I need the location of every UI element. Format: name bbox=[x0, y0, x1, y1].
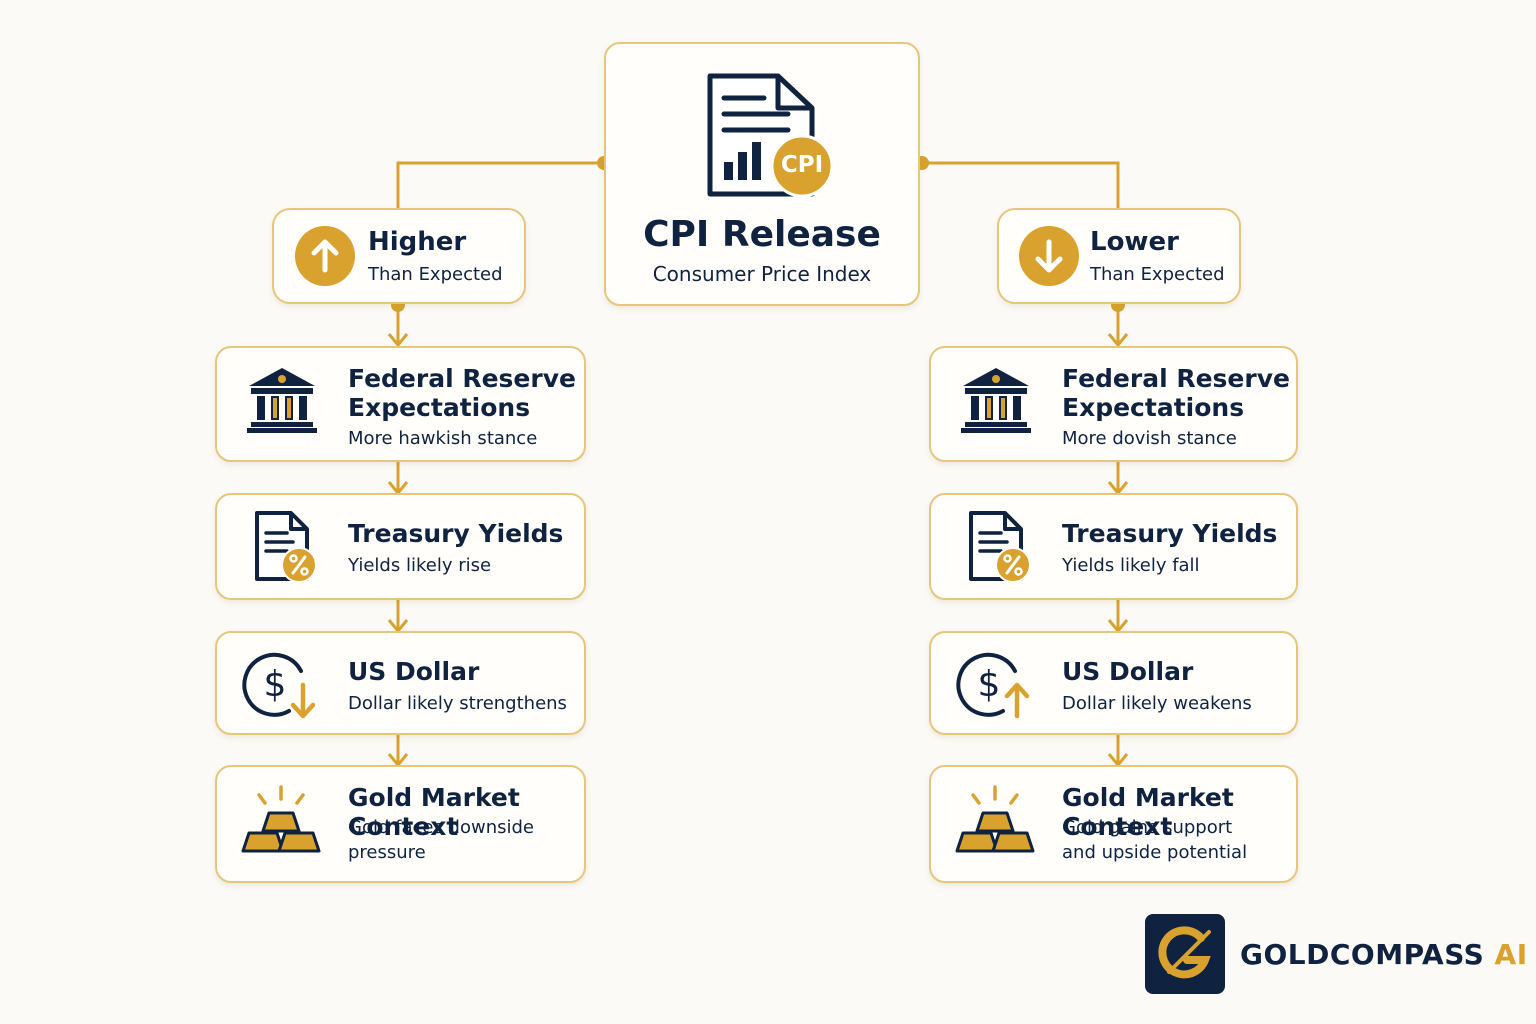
left-dollar-title: US Dollar bbox=[348, 657, 480, 686]
right-fed-title-line2: Expectations bbox=[1062, 393, 1245, 422]
left-fed-reserve-card: Federal Reserve Expectations More hawkis… bbox=[215, 346, 586, 462]
brand-name: GOLDCOMPASS AI bbox=[1240, 938, 1528, 971]
cpi-title: CPI Release bbox=[643, 214, 881, 255]
right-gold-text: Gold gains support and upside potential bbox=[1062, 817, 1248, 863]
document-percent-icon bbox=[255, 511, 317, 583]
right-gold-title: Gold Market Context bbox=[1062, 783, 1234, 841]
bank-building-icon bbox=[247, 368, 317, 433]
dollar-up-icon: $ bbox=[956, 652, 1030, 719]
cpi-release-card: CPI CPI Release Consumer Price Index bbox=[604, 42, 920, 306]
left-gold-text: Gold faces downside pressure bbox=[348, 817, 534, 863]
right-treasury-card: Treasury Yields Yields likely fall bbox=[929, 493, 1298, 600]
right-fed-text: More dovish stance bbox=[1062, 428, 1237, 449]
cpi-subtitle: Consumer Price Index bbox=[652, 262, 872, 286]
cpi-badge-label: CPI bbox=[780, 152, 824, 178]
arrow-down-icon bbox=[1019, 226, 1079, 286]
goldcompass-logo bbox=[1145, 914, 1225, 994]
branch-higher-subtitle: Than Expected bbox=[368, 264, 503, 285]
left-gold-card: Gold Market Context Gold faces downside … bbox=[215, 765, 586, 883]
brand-name-accent: AI bbox=[1484, 938, 1528, 971]
right-gold-card: Gold Market Context Gold gains support a… bbox=[929, 765, 1298, 883]
right-fed-title-line1: Federal Reserve bbox=[1062, 364, 1290, 393]
left-treasury-card: Treasury Yields Yields likely rise bbox=[215, 493, 586, 600]
right-dollar-text: Dollar likely weakens bbox=[1062, 693, 1252, 714]
left-treasury-text: Yields likely rise bbox=[348, 555, 492, 576]
right-fed-reserve-card: Federal Reserve Expectations More dovish… bbox=[929, 346, 1298, 462]
right-dollar-card: $ US Dollar Dollar likely weakens bbox=[929, 631, 1298, 735]
branch-lower-subtitle: Than Expected bbox=[1090, 264, 1225, 285]
gold-bars-icon bbox=[955, 785, 1035, 853]
left-fed-title-line2: Expectations bbox=[348, 393, 531, 422]
left-fed-text: More hawkish stance bbox=[348, 428, 538, 449]
branch-lower-card: Lower Than Expected bbox=[997, 208, 1241, 304]
dollar-down-icon: $ bbox=[242, 652, 316, 719]
left-fed-title-line1: Federal Reserve bbox=[348, 364, 576, 393]
document-percent-icon bbox=[969, 511, 1031, 583]
compass-g-icon bbox=[1158, 926, 1211, 979]
brand-name-main: GOLDCOMPASS bbox=[1240, 938, 1485, 971]
branch-lower-title: Lower bbox=[1090, 227, 1179, 257]
right-treasury-text: Yields likely fall bbox=[1062, 555, 1200, 576]
svg-text:$: $ bbox=[978, 664, 1001, 705]
gold-bars-icon bbox=[241, 785, 321, 853]
arrow-up-icon bbox=[295, 226, 355, 286]
right-dollar-title: US Dollar bbox=[1062, 657, 1194, 686]
right-treasury-title: Treasury Yields bbox=[1062, 519, 1278, 548]
branch-higher-title: Higher bbox=[368, 227, 467, 257]
left-treasury-title: Treasury Yields bbox=[348, 519, 564, 548]
left-dollar-text: Dollar likely strengthens bbox=[348, 693, 567, 714]
left-dollar-card: $ US Dollar Dollar likely strengthens bbox=[215, 631, 586, 735]
left-gold-title: Gold Market Context bbox=[348, 783, 520, 841]
branch-higher-card: Higher Than Expected bbox=[272, 208, 526, 304]
bank-building-icon bbox=[961, 368, 1031, 433]
cpi-report-icon bbox=[707, 73, 834, 198]
svg-text:$: $ bbox=[264, 664, 287, 705]
